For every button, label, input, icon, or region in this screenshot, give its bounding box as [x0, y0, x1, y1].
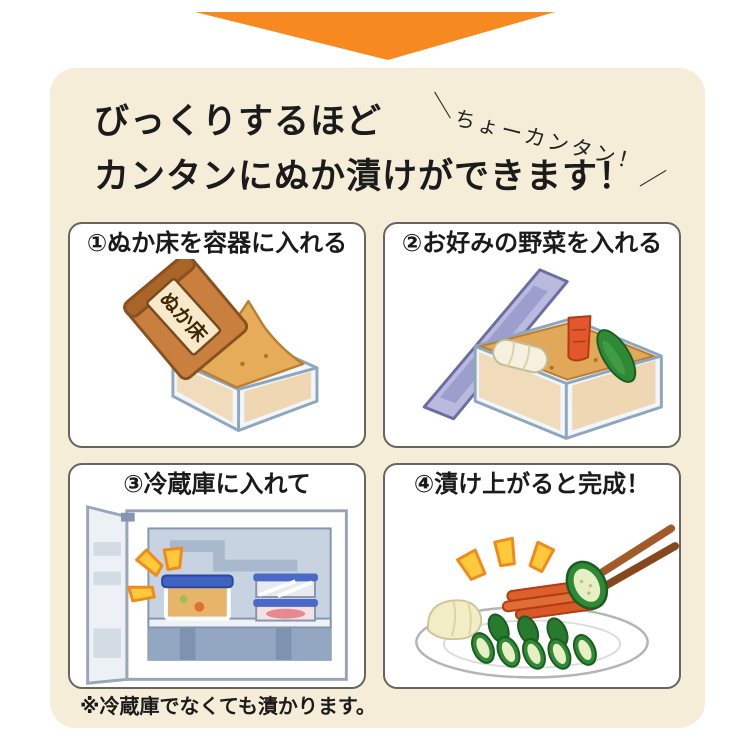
step2-title: ②お好みの野菜を入れる	[401, 230, 663, 257]
stacked-containers	[253, 573, 318, 622]
nuka-container	[161, 574, 234, 621]
daikon	[492, 338, 549, 374]
vegetables-in-nuka-illustration	[422, 268, 663, 440]
step-panel-2: ②お好みの野菜を入れる	[383, 222, 681, 448]
title-line-1: びっくりするほど	[94, 102, 383, 141]
sparkle-marks	[456, 536, 556, 581]
refrigerator-illustration	[86, 504, 348, 685]
step1-illustration-area: ぬか床	[70, 258, 364, 446]
step-panel-3: ③冷蔵庫に入れて	[68, 463, 366, 689]
page-title: びっくりするほど カンタンにぬか漬けができます！	[94, 94, 634, 205]
callout-right-stroke: ／	[637, 163, 668, 196]
fridge-door	[86, 504, 135, 685]
steps-grid: ①ぬか床を容器に入れる	[68, 222, 681, 689]
fridge-shelf	[147, 617, 332, 660]
finished-pickles-illustration	[415, 524, 679, 679]
step-panel-1: ①ぬか床を容器に入れる	[68, 222, 366, 448]
emphasis-marks	[127, 546, 184, 603]
step4-title: ④漬け上がると完成！	[413, 471, 651, 498]
step2-illustration-area	[385, 259, 679, 446]
held-cucumber-slice	[565, 560, 609, 610]
step-panel-4: ④漬け上がると完成！	[383, 463, 681, 689]
step3-title: ③冷蔵庫に入れて	[123, 471, 311, 498]
cucumber	[596, 329, 637, 383]
daikon-pickles	[427, 599, 483, 640]
bag-pouring-nuka-illustration: ぬか床	[123, 258, 319, 432]
info-card: びっくりするほど カンタンにぬか漬けができます！ ＼ ちょーカンタン！ ／ ①ぬ…	[50, 68, 705, 728]
carrot	[567, 314, 592, 362]
step3-illustration-area	[70, 500, 364, 687]
nuka-bag: ぬか床	[123, 258, 249, 380]
step4-illustration-area	[385, 500, 679, 687]
footnote: ※冷蔵庫でなくても漬かります。	[80, 696, 376, 718]
step1-title: ①ぬか床を容器に入れる	[86, 230, 348, 257]
cucumber-pickles	[471, 613, 597, 670]
title-line-2: カンタンにぬか漬けができます！	[94, 157, 635, 197]
down-arrow-icon	[195, 12, 555, 60]
